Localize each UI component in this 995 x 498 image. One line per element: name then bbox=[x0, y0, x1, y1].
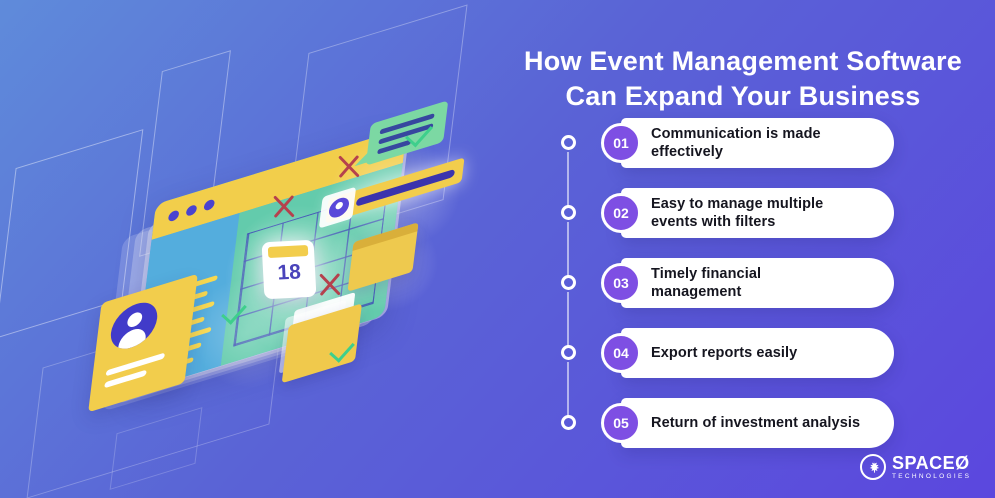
item-pill: 01 Communication is made effectively bbox=[601, 118, 894, 168]
timeline-connector bbox=[567, 152, 569, 206]
item-label: Communication is made effectively bbox=[651, 126, 821, 160]
maple-leaf-icon bbox=[860, 454, 886, 481]
list-item: 01 Communication is made effectively bbox=[553, 118, 973, 168]
timeline-node-icon bbox=[561, 135, 576, 150]
item-number-badge: 03 bbox=[601, 263, 641, 303]
list-item: 04 Export reports easily bbox=[553, 328, 973, 378]
item-pill: 05 Return of investment analysis bbox=[601, 398, 894, 448]
date-tile: 18 bbox=[261, 239, 317, 300]
window-dot-icon bbox=[185, 203, 198, 218]
cross-mark-icon bbox=[317, 271, 343, 297]
logo-subtitle: TECHNOLOGIES bbox=[892, 473, 972, 480]
list-item: 02 Easy to manage multiple events with f… bbox=[553, 188, 973, 238]
item-label: Easy to manage multiple events with filt… bbox=[651, 196, 824, 230]
timeline-node-icon bbox=[561, 205, 576, 220]
window-dot-icon bbox=[203, 198, 216, 212]
window-dot-icon bbox=[167, 209, 180, 223]
item-label: Export reports easily bbox=[651, 345, 798, 361]
item-label: Return of investment analysis bbox=[651, 415, 861, 431]
timeline-connector bbox=[567, 362, 569, 416]
timeline-node-icon bbox=[561, 415, 576, 430]
date-tile-header bbox=[267, 244, 309, 259]
page-title: How Event Management Software Can Expand… bbox=[524, 46, 962, 112]
item-number-badge: 05 bbox=[601, 403, 641, 443]
item-pill: 03 Timely financial management bbox=[601, 258, 894, 308]
item-label: Timely financial management bbox=[651, 266, 762, 300]
illustration: 18 bbox=[0, 0, 520, 498]
item-pill: 02 Easy to manage multiple events with f… bbox=[601, 188, 894, 238]
timeline-connector bbox=[567, 222, 569, 276]
cross-mark-icon bbox=[336, 153, 362, 179]
avatar-head bbox=[335, 201, 344, 211]
logo-name: SPACEØ bbox=[892, 453, 970, 473]
logo-text: SPACEØ TECHNOLOGIES bbox=[892, 454, 971, 481]
spaceo-logo: SPACEØ TECHNOLOGIES bbox=[860, 454, 971, 481]
list-item: 03 Timely financial management bbox=[553, 258, 973, 308]
item-pill: 04 Export reports easily bbox=[601, 328, 894, 378]
avatar-icon bbox=[108, 296, 160, 355]
timeline-connector bbox=[567, 292, 569, 346]
date-number: 18 bbox=[276, 260, 302, 285]
timeline-node-icon bbox=[561, 275, 576, 290]
timeline-node-icon bbox=[561, 345, 576, 360]
item-number-badge: 02 bbox=[601, 193, 641, 233]
avatar-head bbox=[126, 310, 143, 329]
item-number-badge: 01 bbox=[601, 123, 641, 163]
item-number-badge: 04 bbox=[601, 333, 641, 373]
cross-mark-icon bbox=[271, 193, 297, 219]
list-item: 05 Return of investment analysis bbox=[553, 398, 973, 448]
avatar-body bbox=[117, 325, 148, 352]
